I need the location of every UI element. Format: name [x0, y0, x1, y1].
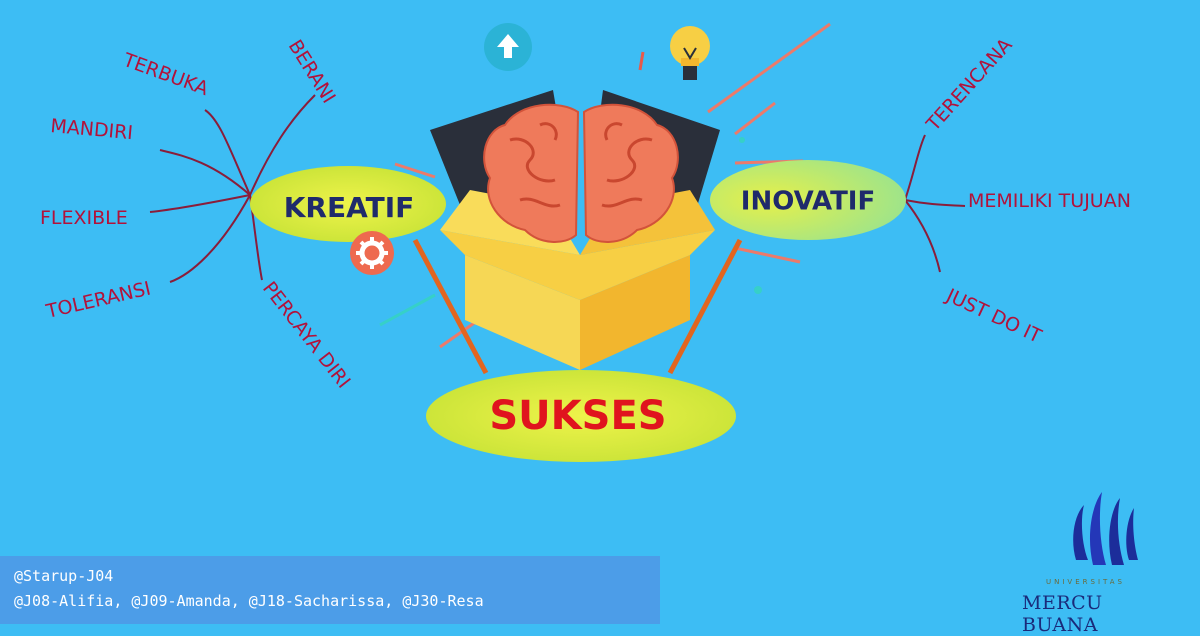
- sukses-label: SUKSES: [489, 393, 666, 439]
- university-logo-icon: [1073, 492, 1138, 565]
- sukses-ellipse: [426, 370, 736, 462]
- gear-icon: [350, 231, 394, 275]
- trait-flexible: FLEXIBLE: [40, 207, 128, 229]
- trait-toleransi: TOLERANSI: [43, 277, 153, 323]
- kreatif-label: KREATIF: [284, 191, 415, 224]
- right-branches: [904, 134, 966, 273]
- inovatif-ellipse: [710, 160, 906, 240]
- credits-members: @J08-Alifia, @J09-Amanda, @J18-Sachariss…: [14, 592, 484, 610]
- trait-memiliki-tujuan: MEMILIKI TUJUAN: [968, 190, 1131, 212]
- kreatif-ellipse: [250, 166, 446, 242]
- logo-subtitle: UNIVERSITAS: [1046, 578, 1125, 586]
- inovatif-label: INOVATIF: [741, 187, 875, 217]
- brain-icon: [483, 103, 679, 243]
- credits-team: @Starup-J04: [14, 567, 114, 585]
- trait-just-do-it: JUST DO IT: [942, 284, 1045, 348]
- trait-mandiri: MANDIRI: [50, 115, 134, 144]
- trait-terbuka: TERBUKA: [119, 49, 211, 100]
- arrow-up-icon: [484, 23, 532, 71]
- trait-berani: BERANI: [284, 36, 340, 107]
- trait-terencana: TERENCANA: [922, 34, 1017, 136]
- credits-panel: @Starup-J04 @J08-Alifia, @J09-Amanda, @J…: [0, 556, 660, 624]
- connectors: [412, 238, 743, 375]
- trait-percaya-diri: PERCAYA DIRI: [258, 278, 355, 393]
- lightbulb-icon: [670, 26, 710, 80]
- logo-name: MERCU BUANA: [1022, 592, 1103, 636]
